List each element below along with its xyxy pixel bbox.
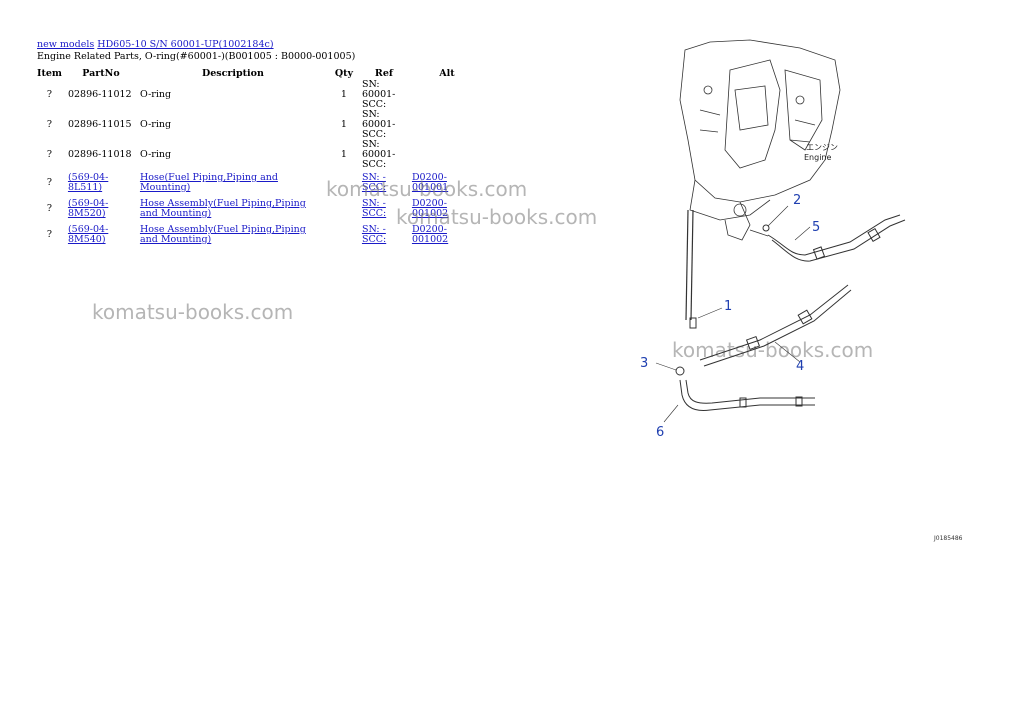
callout-1: 1 <box>724 299 732 314</box>
partno-link[interactable]: (569-04-8L511) <box>67 172 109 193</box>
engine-drawing <box>679 39 841 321</box>
row-alt <box>409 140 485 170</box>
engine-label-jp: エンジン <box>806 143 838 152</box>
callout-4: 4 <box>796 359 804 374</box>
engine-label-en: Engine <box>804 153 831 162</box>
page-subtitle: Engine Related Parts, O-ring(#60001-)(B0… <box>37 51 356 62</box>
row-item: ? <box>46 119 53 130</box>
table-row: ? 02896-11018 O-ring 1 SN: 60001-SCC: <box>34 140 485 170</box>
figure-code: J0185486 <box>934 535 963 542</box>
row-item: ? <box>46 203 53 214</box>
callout-3: 3 <box>640 356 648 371</box>
parts-diagram: エンジン Engine 2 5 1 4 3 6 <box>640 39 906 440</box>
ref-link[interactable]: SN: -SCC: <box>361 172 387 193</box>
ref-link[interactable]: SN: -SCC: <box>361 198 387 219</box>
row-alt <box>409 110 485 140</box>
watermark: komatsu-books.com <box>396 205 598 229</box>
col-alt: Alt <box>439 67 455 79</box>
col-description: Description <box>201 67 264 79</box>
alt-link[interactable]: D0200-001001 <box>411 172 449 193</box>
col-qty: Qty <box>334 67 354 79</box>
parts-table: Item PartNo Description Qty Ref Alt ? 02… <box>34 66 485 248</box>
fitting-1 <box>689 307 723 329</box>
row-qty: 1 <box>340 119 347 130</box>
row-description: O-ring <box>139 149 172 160</box>
row-partno: 02896-11018 <box>67 149 132 160</box>
callout-2: 2 <box>793 193 801 208</box>
alt-link[interactable]: D0200-001002 <box>411 198 449 219</box>
row-qty: 1 <box>340 149 347 160</box>
callout-5: 5 <box>812 220 820 235</box>
row-partno: 02896-11012 <box>67 89 132 100</box>
row-ref: SN: 60001-SCC: <box>361 109 396 140</box>
hose-5 <box>767 214 906 262</box>
ref-link[interactable]: SN: -SCC: <box>361 224 387 245</box>
new-models-link[interactable]: new models <box>37 39 95 50</box>
row-partno: 02896-11015 <box>67 119 132 130</box>
row-item: ? <box>46 89 53 100</box>
partno-link[interactable]: (569-04-8M520) <box>67 198 109 219</box>
row-description: O-ring <box>139 119 172 130</box>
table-row: ? (569-04-8M520) Hose Assembly(Fuel Pipi… <box>34 196 485 222</box>
row-ref: SN: 60001-SCC: <box>361 79 396 110</box>
row-alt <box>409 80 485 110</box>
description-link[interactable]: Hose Assembly(Fuel Piping,Piping and Mou… <box>139 198 306 219</box>
col-ref: Ref <box>374 67 393 79</box>
table-row: ? (569-04-8M540) Hose Assembly(Fuel Pipi… <box>34 222 485 248</box>
table-row: ? 02896-11012 O-ring 1 SN: 60001-SCC: <box>34 80 485 110</box>
table-row: ? 02896-11015 O-ring 1 SN: 60001-SCC: <box>34 110 485 140</box>
row-ref: SN: 60001-SCC: <box>361 139 396 170</box>
col-item: Item <box>37 67 62 79</box>
watermark: komatsu-books.com <box>92 300 294 324</box>
row-qty <box>329 222 359 248</box>
model-link[interactable]: HD605-10 S/N 60001-UP(1002184c) <box>97 39 274 50</box>
table-header-row: Item PartNo Description Qty Ref Alt <box>34 66 485 80</box>
alt-link[interactable]: D0200-001002 <box>411 224 449 245</box>
row-item: ? <box>46 149 53 160</box>
hose-4 <box>699 284 852 367</box>
col-partno: PartNo <box>82 67 120 79</box>
callout-6: 6 <box>656 425 664 440</box>
description-link[interactable]: Hose(Fuel Piping,Piping and Mounting) <box>139 172 278 193</box>
row-description: O-ring <box>139 89 172 100</box>
watermark: komatsu-books.com <box>326 177 528 201</box>
page-header: new models HD605-10 S/N 60001-UP(1002184… <box>37 39 355 63</box>
description-link[interactable]: Hose Assembly(Fuel Piping,Piping and Mou… <box>139 224 306 245</box>
table-row: ? (569-04-8L511) Hose(Fuel Piping,Piping… <box>34 170 485 196</box>
oring-2 <box>762 205 789 232</box>
row-item: ? <box>46 177 53 188</box>
oring-3 <box>655 362 685 376</box>
partno-link[interactable]: (569-04-8M540) <box>67 224 109 245</box>
row-item: ? <box>46 229 53 240</box>
row-qty: 1 <box>340 89 347 100</box>
hose-6 <box>663 379 815 423</box>
